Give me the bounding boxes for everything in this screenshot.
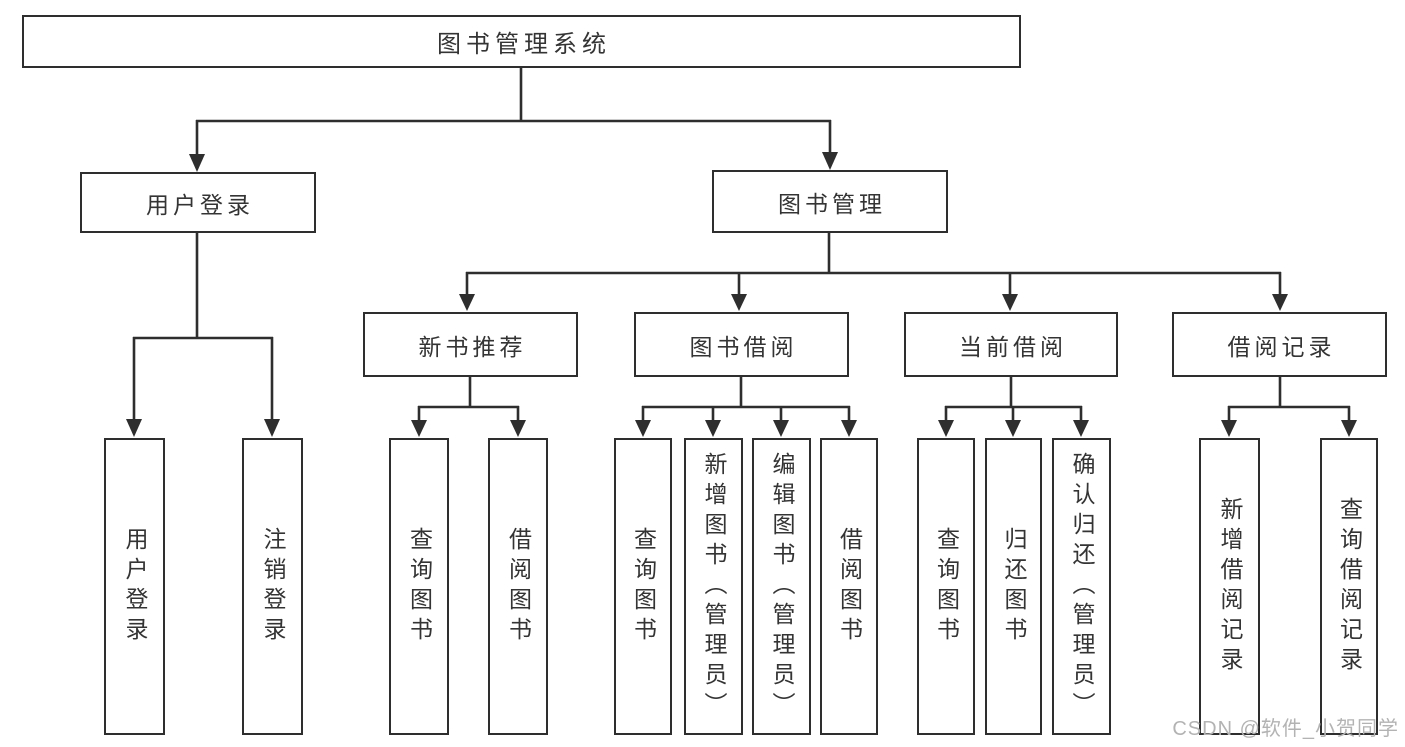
node-label: 新书推荐	[418, 333, 527, 360]
node-user-login: 用户登录	[80, 172, 316, 233]
leaf-borrow-books: 借阅图书	[820, 438, 878, 735]
node-label: 注销登录	[260, 526, 286, 647]
leaf-query-books-current: 查询图书	[917, 438, 975, 735]
node-current-borrowing: 当前借阅	[904, 312, 1118, 377]
node-label: 借阅图书	[505, 526, 532, 647]
node-label: 用户登录	[146, 191, 254, 218]
node-label: 查询借阅记录	[1336, 496, 1363, 677]
leaf-edit-books-admin: 编辑图书（管理员）	[752, 438, 811, 735]
node-label: 用户登录	[122, 526, 148, 647]
node-new-book-recommend: 新书推荐	[363, 312, 578, 377]
node-label: 借阅图书	[836, 526, 863, 647]
leaf-query-books-recommend: 查询图书	[389, 438, 449, 735]
node-book-management: 图书管理	[712, 170, 948, 233]
node-label: 查询图书	[406, 526, 433, 647]
node-label: 图书管理系统	[437, 31, 611, 58]
leaf-return-books: 归还图书	[985, 438, 1042, 735]
node-label: 编辑图书（管理员）	[769, 451, 795, 722]
node-library-management-system: 图书管理系统	[22, 15, 1021, 68]
leaf-logout: 注销登录	[242, 438, 303, 735]
node-book-borrowing: 图书借阅	[634, 312, 849, 377]
leaf-confirm-return-admin: 确认归还（管理员）	[1052, 438, 1111, 735]
leaf-borrow-books-recommend: 借阅图书	[488, 438, 548, 735]
node-label: 新增图书（管理员）	[701, 451, 727, 722]
node-borrow-records: 借阅记录	[1172, 312, 1387, 377]
leaf-user-login: 用户登录	[104, 438, 165, 735]
node-label: 新增借阅记录	[1217, 496, 1243, 677]
node-label: 图书借阅	[689, 333, 798, 360]
csdn-watermark: CSDN @软件_小贺同学	[1172, 718, 1399, 740]
leaf-query-borrow-record: 查询借阅记录	[1320, 438, 1378, 735]
node-label: 查询图书	[630, 526, 657, 647]
leaf-add-borrow-record: 新增借阅记录	[1199, 438, 1260, 735]
node-label: 当前借阅	[959, 333, 1067, 360]
leaf-add-books-admin: 新增图书（管理员）	[684, 438, 743, 735]
node-label: 借阅记录	[1227, 333, 1336, 360]
node-label: 归还图书	[1001, 526, 1027, 647]
node-label: 查询图书	[933, 526, 960, 647]
node-label: 图书管理	[778, 190, 886, 217]
node-label: 确认归还（管理员）	[1069, 451, 1095, 722]
leaf-query-books-borrowing: 查询图书	[614, 438, 672, 735]
